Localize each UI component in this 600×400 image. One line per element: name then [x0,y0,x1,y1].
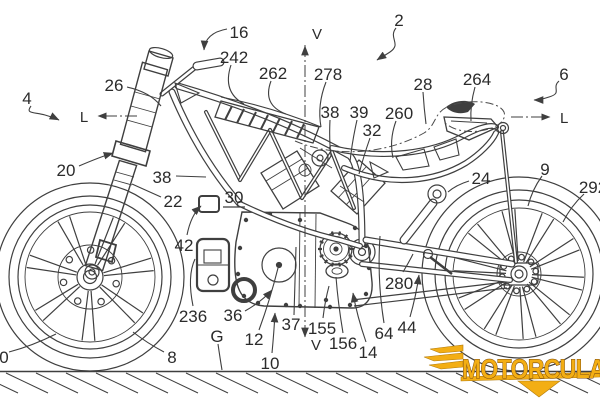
ref-label-0: 0 [0,348,9,367]
bracket-42 [199,196,219,212]
small-sprocket [326,264,348,278]
ref-label-9: 9 [540,160,549,179]
ref-leader-242 [228,65,244,104]
ref-label-12: 12 [245,330,264,349]
lateral-axis-left-label: L [80,109,88,126]
ref-label-292: 292 [579,178,600,197]
ref-label-38: 38 [321,103,340,122]
ref-leader-2 [377,28,396,60]
ref-label-37: 37 [282,315,301,334]
lateral-axis-right-label: L [560,110,568,127]
shock-mount [428,185,446,203]
ref-leader-64 [379,236,384,323]
ref-leader-236 [190,259,195,306]
ref-label-G: G [210,327,223,346]
ref-label-42: 42 [175,236,194,255]
ref-label-264: 264 [463,70,491,89]
ref-label-6: 6 [559,65,568,84]
ref-label-280: 280 [385,274,413,293]
ref-leader-G [218,344,222,370]
ref-label-32: 32 [363,121,382,140]
front-wheel [0,183,184,371]
ref-label-39: 39 [350,103,369,122]
ref-leader-156 [336,277,343,333]
ref-label-260: 260 [385,104,413,123]
ref-label-28: 28 [414,75,433,94]
ref-label-156: 156 [329,334,357,353]
fork-upper-tube [121,62,168,151]
ref-leader-38 [176,176,206,177]
ref-label-10: 10 [261,354,280,373]
ref-label-22: 22 [164,192,183,211]
ref-label-14: 14 [359,343,378,362]
ref-label-262: 262 [259,64,287,83]
vertical-axis-top-label: V [312,26,322,43]
ref-label-64: 64 [375,324,394,343]
ref-label-242: 242 [220,48,248,67]
ref-label-36: 36 [224,306,243,325]
vertical-axis-bottom-label: V [311,337,321,354]
ref-leader-10 [272,313,275,353]
front-cylinder [261,151,319,209]
frame-and-swingarm [162,62,516,280]
ref-leader-20 [79,153,113,166]
ref-label-236: 236 [179,307,207,326]
ref-label-38: 38 [153,168,172,187]
ref-label-16: 16 [230,23,249,42]
ref-leader-4 [29,106,59,120]
fork-clamp [112,141,150,166]
ref-label-4: 4 [22,89,31,108]
ref-label-24: 24 [472,169,491,188]
ref-label-8: 8 [167,348,176,367]
ref-label-20: 20 [57,161,76,180]
ref-leader-28 [423,92,426,124]
ref-label-278: 278 [314,65,342,84]
ref-label-26: 26 [105,76,124,95]
front-brackets [197,196,229,291]
watermark-text: MOTORCULAR.CO [462,354,600,384]
ref-label-2: 2 [394,11,403,30]
ref-leader-16 [204,29,227,50]
ref-label-30: 30 [225,188,244,207]
ref-label-44: 44 [398,318,417,337]
ref-leader-24 [448,181,469,192]
ref-leader-6 [534,81,559,100]
